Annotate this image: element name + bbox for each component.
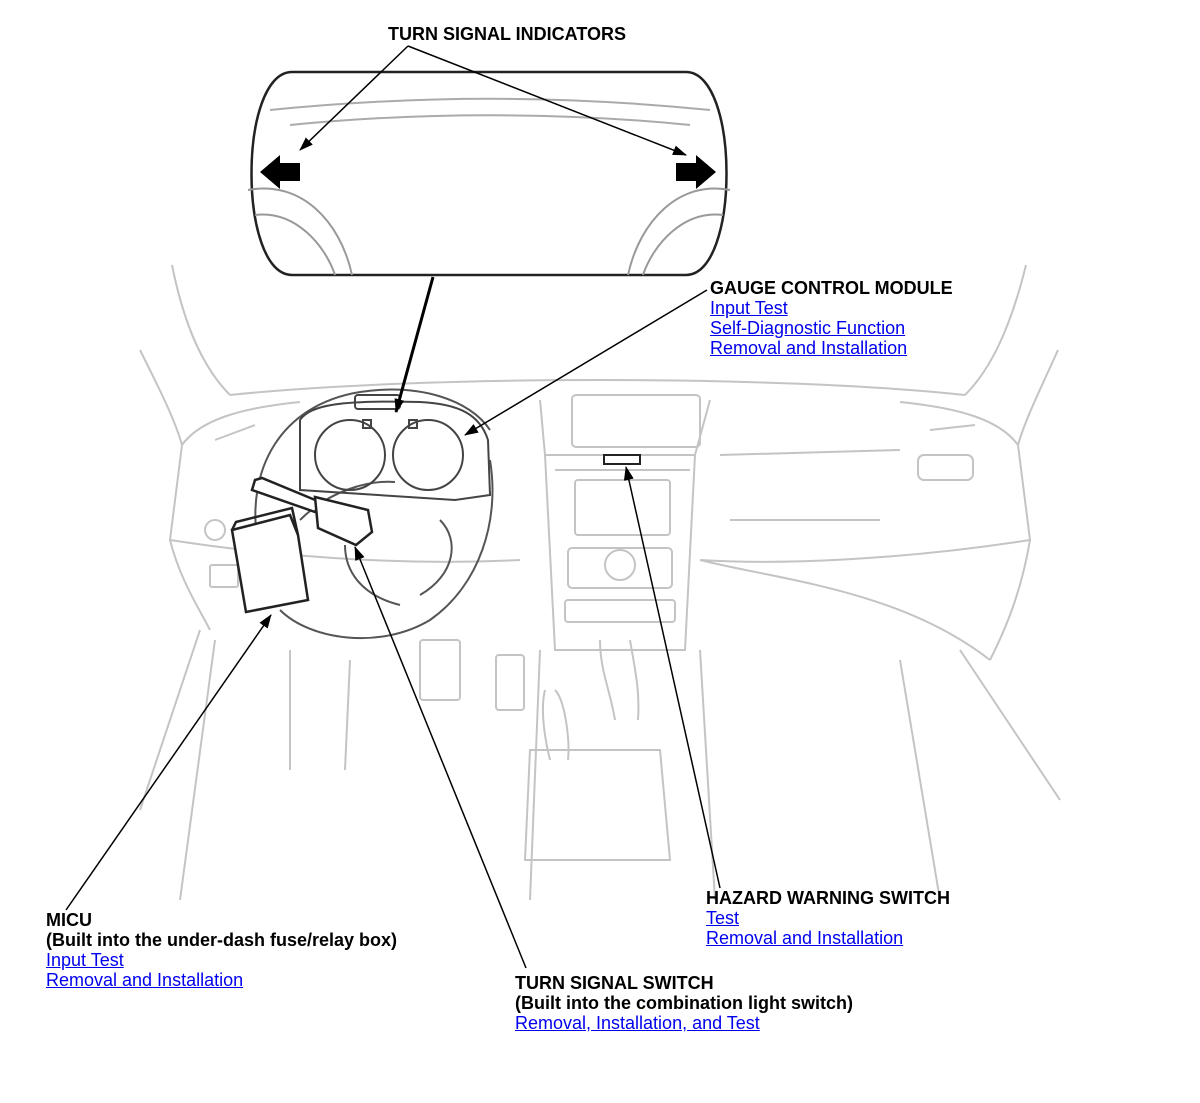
hazard-warning-switch-label: HAZARD WARNING SWITCH Test Removal and I… <box>706 888 950 948</box>
micu-input-test-link[interactable]: Input Test <box>46 950 124 970</box>
turn-signal-indicators-label: TURN SIGNAL INDICATORS <box>388 24 626 44</box>
micu-label: MICU (Built into the under-dash fuse/rel… <box>46 910 397 990</box>
leader-lines <box>65 45 721 969</box>
indicator-bubble <box>247 70 731 277</box>
micu-box <box>230 506 310 614</box>
turn-signal-switch-title: TURN SIGNAL SWITCH <box>515 973 714 993</box>
turn-signal-indicators-title: TURN SIGNAL INDICATORS <box>388 24 627 44</box>
hazard-test-link[interactable]: Test <box>706 908 740 928</box>
hazard-warning-switch-title: HAZARD WARNING SWITCH <box>706 888 950 908</box>
turn-signal-switch-test-link[interactable]: Removal, Installation, and Test <box>515 1013 760 1033</box>
gauge-control-module-title: GAUGE CONTROL MODULE <box>710 278 953 298</box>
micu-removal-installation-link[interactable]: Removal and Installation <box>46 970 244 990</box>
gauge-input-test-link[interactable]: Input Test <box>710 298 788 318</box>
combination-switch <box>250 476 374 547</box>
right-turn-arrow-icon <box>676 155 716 189</box>
turn-signal-switch-label: TURN SIGNAL SWITCH (Built into the combi… <box>515 973 853 1033</box>
hazard-switch-shape <box>603 454 641 465</box>
turn-signal-switch-subtitle: (Built into the combination light switch… <box>515 993 853 1013</box>
gauge-cluster <box>299 394 492 502</box>
micu-subtitle: (Built into the under-dash fuse/relay bo… <box>46 930 398 950</box>
gauge-self-diagnostic-link[interactable]: Self-Diagnostic Function <box>710 318 906 338</box>
micu-title: MICU <box>46 910 92 930</box>
gauge-removal-installation-link[interactable]: Removal and Installation <box>710 338 908 358</box>
hazard-removal-installation-link[interactable]: Removal and Installation <box>706 928 904 948</box>
gauge-control-module-label: GAUGE CONTROL MODULE Input Test Self-Dia… <box>710 278 953 358</box>
left-turn-arrow-icon <box>260 155 300 189</box>
